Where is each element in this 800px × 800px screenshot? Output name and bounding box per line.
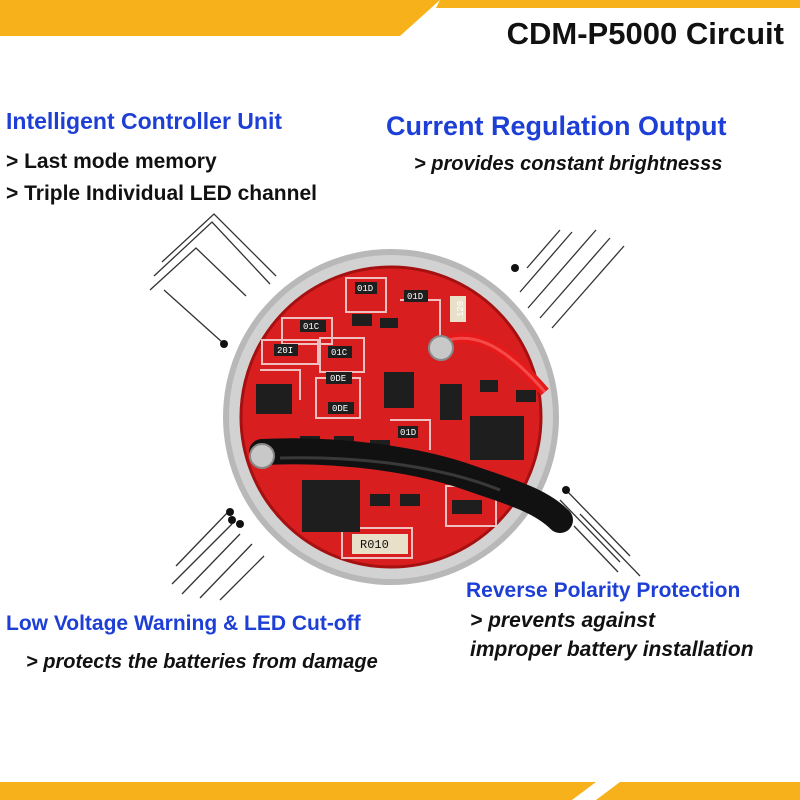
page-title: CDM-P5000 Circuit [506, 16, 784, 51]
callout-dot-regulation [511, 264, 519, 272]
controller-heading: Intelligent Controller Unit [6, 108, 282, 134]
component-label: 01C [331, 348, 348, 358]
component-label: 01D [407, 292, 423, 302]
pcb-board [223, 249, 573, 585]
header-band [0, 0, 800, 36]
component-label: 01D [357, 284, 373, 294]
controller-line-1: > Last mode memory [6, 150, 217, 173]
low-voltage-line-1: > protects the batteries from damage [26, 651, 378, 673]
callout-lines-controller [149, 213, 277, 343]
reverse-polarity-line-2: improper battery installation [470, 638, 754, 661]
component-label: 20I [277, 346, 293, 356]
component-label: 0DE [332, 404, 348, 414]
component-label: 01C [303, 322, 320, 332]
callout-lines-low-voltage [171, 511, 265, 601]
callout-lines-reverse-polarity [559, 489, 641, 577]
component-label: 01D [400, 428, 416, 438]
low-voltage-heading: Low Voltage Warning & LED Cut-off [6, 612, 361, 635]
regulation-line-1: > provides constant brightnesss [414, 153, 723, 175]
callout-dot-controller [220, 340, 228, 348]
reverse-polarity-line-1: > prevents against [470, 609, 655, 632]
callout-dot-low-voltage-1 [226, 508, 234, 516]
callout-lines-regulation [519, 229, 625, 329]
callout-dot-low-voltage-3 [228, 516, 236, 524]
callout-dot-reverse-polarity-1 [562, 486, 570, 494]
component-label: 120 [456, 301, 466, 317]
component-label: R010 [360, 538, 389, 552]
regulation-heading: Current Regulation Output [386, 111, 727, 141]
controller-line-2: > Triple Individual LED channel [6, 182, 317, 205]
callout-dot-low-voltage-2 [236, 520, 244, 528]
component-label: 0DE [330, 374, 346, 384]
footer-band [0, 782, 800, 800]
reverse-polarity-heading: Reverse Polarity Protection [466, 579, 741, 602]
